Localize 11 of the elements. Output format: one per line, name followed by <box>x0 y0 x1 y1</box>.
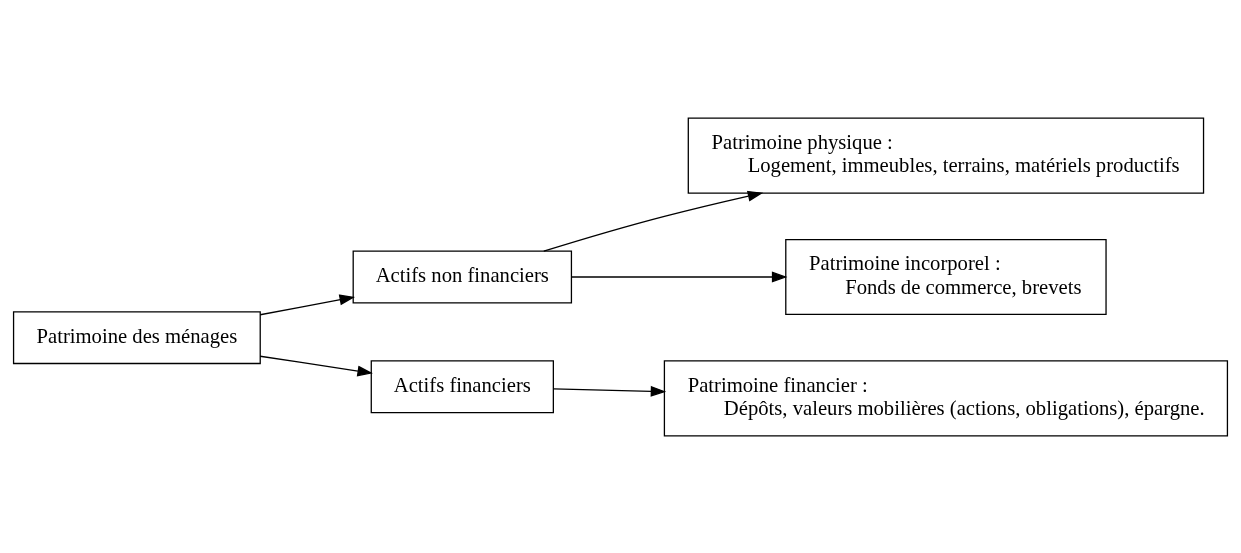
arrow <box>259 293 355 315</box>
node-box: Patrimoine des ménages <box>12 310 261 364</box>
node-box: Patrimoine financier : Dépôts, valeurs mobilières (actions, obligations), épargne. <box>663 359 1229 436</box>
node-box: Patrimoine physique : Logement, immeubles, terrains, matériels productifs <box>687 117 1205 194</box>
node-box: Actifs financiers <box>370 359 554 413</box>
arrow <box>552 385 667 397</box>
node-box: Patrimoine incorporel : Fonds de commerce, brevets <box>785 238 1107 315</box>
node-box: Actifs non financiers <box>352 250 573 303</box>
arrow <box>570 271 788 282</box>
arrow <box>259 355 373 376</box>
arrow <box>543 190 764 252</box>
